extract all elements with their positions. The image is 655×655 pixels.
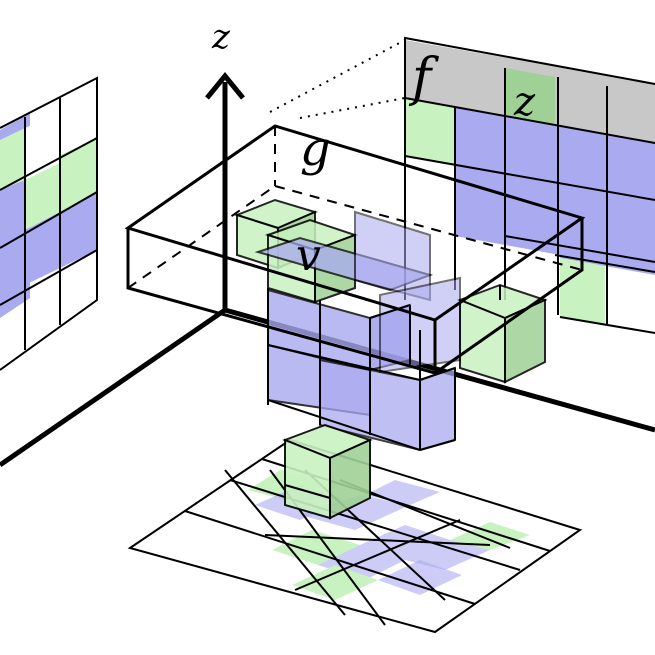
left-projection-panel: [0, 76, 98, 371]
g-box: [124, 124, 586, 375]
v-label: v: [296, 230, 321, 281]
g-label: g: [300, 121, 331, 177]
voxel-cubes: [234, 198, 548, 520]
axis-z-label: z: [211, 17, 231, 57]
right-projection-panel: [269, 36, 655, 334]
z-axis: [205, 72, 245, 310]
z-cell-label: z: [513, 79, 536, 125]
